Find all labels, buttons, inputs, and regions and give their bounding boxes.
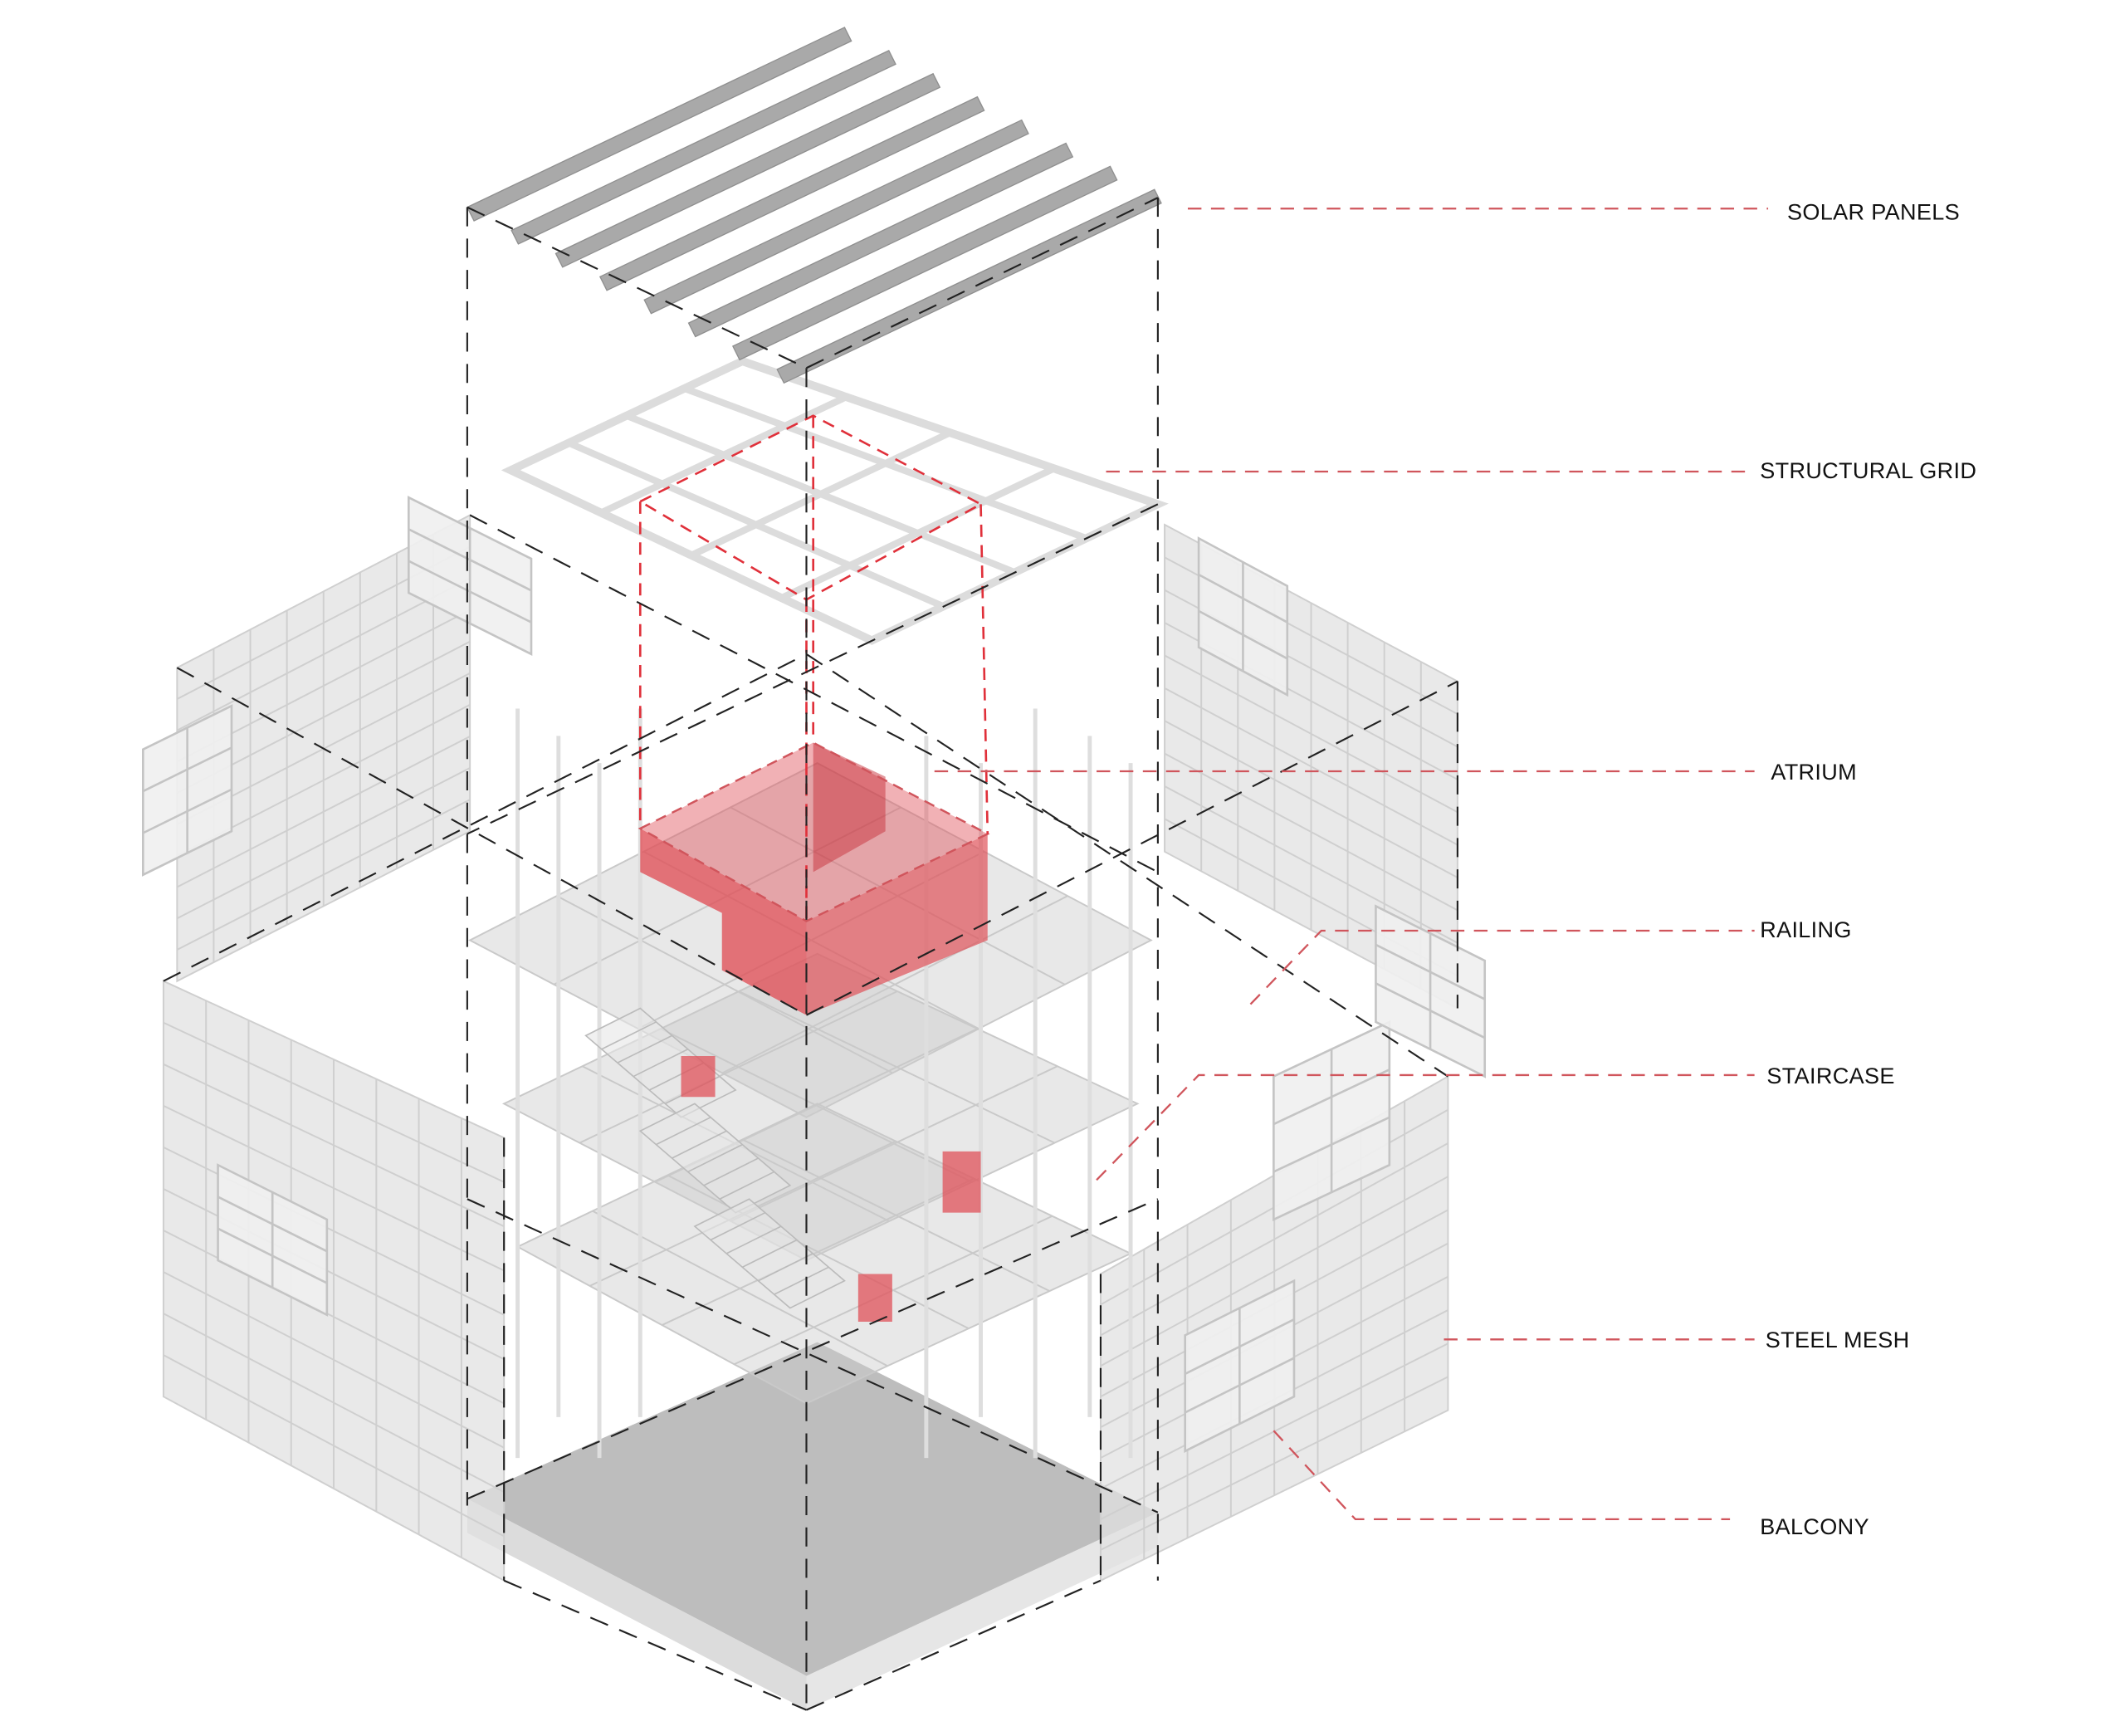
mesh-wall-2-line [163, 1021, 505, 1183]
label-staircase: STAIRCASE [1766, 1063, 1894, 1088]
label-solar-panels: SOLAR PANELS [1787, 198, 1960, 224]
slab-edge-right [806, 1512, 1158, 1710]
mesh-wall-2-line [163, 1104, 505, 1272]
atrium-right-face [806, 834, 988, 1015]
label-atrium: ATRIUM [1771, 759, 1857, 785]
solar-panel [687, 142, 1074, 338]
slab-top [467, 1342, 1158, 1676]
balcony-0-line [142, 746, 232, 793]
staircase-2-line [741, 1239, 798, 1269]
mesh-wall-1-line [1164, 785, 1458, 944]
staircase-0-line [617, 1034, 672, 1064]
atrium-accent-0 [681, 1055, 716, 1098]
atrium-left-face [640, 828, 807, 1015]
mesh-wall-0-line [176, 736, 471, 888]
atrium-outline-grid [638, 414, 984, 601]
staircase-1-line [703, 1157, 759, 1186]
grid-beam [779, 465, 1056, 601]
atrium-accent-2 [857, 1274, 892, 1322]
mesh-wall-2-line [163, 1354, 505, 1538]
ground-slab [467, 1342, 1158, 1710]
balcony-1-line [217, 1196, 328, 1253]
axis-dash-line [467, 1198, 1159, 1500]
solar-panel [510, 50, 896, 245]
floor-plate-1-line [579, 990, 898, 1144]
grid-beam [625, 412, 1017, 576]
atrium-inner-face [813, 742, 886, 873]
balcony-6-line [1375, 943, 1486, 1000]
atrium-accent-1 [942, 1151, 981, 1213]
staircase-2-line [774, 1266, 829, 1295]
staircase-1-line [687, 1143, 743, 1173]
balcony-0-line [142, 788, 232, 834]
leader-line-staircase [1096, 1073, 1755, 1181]
mesh-wall-0-line [176, 799, 471, 951]
leader-line-balcony [1273, 1430, 1731, 1521]
balcony-2-line [1185, 1318, 1295, 1376]
mesh-wall-0-line [176, 577, 471, 731]
steel-mesh-walls [141, 496, 1487, 1582]
floor-plate-0-line [721, 895, 1068, 1074]
label-balcony: BALCONY [1760, 1513, 1869, 1539]
floor-plate-1-line [730, 1065, 1058, 1222]
axis-dash-line [163, 653, 807, 982]
axis-dash-line [467, 503, 1159, 835]
staircase-2-line [710, 1211, 766, 1241]
solar-panels [466, 27, 1162, 384]
balcony-3-line [1273, 1068, 1390, 1126]
axis-dash-line [806, 197, 1159, 369]
balcony-1-line [217, 1227, 328, 1284]
balcony-2-line [1185, 1357, 1295, 1414]
balcony-4-line [1198, 573, 1288, 623]
balcony-5-line [408, 528, 532, 592]
axis-dash-line [805, 653, 1448, 1078]
solar-panel [466, 27, 852, 222]
axis-dash-line [467, 1198, 1159, 1513]
mesh-wall-1-line [1164, 687, 1458, 846]
atrium-volume [638, 741, 990, 1015]
grid-beam [567, 439, 945, 610]
structural-grid [501, 356, 1169, 922]
staircase-2-line [725, 1225, 782, 1254]
mesh-wall-1-line [1164, 720, 1458, 878]
staircase-1-line [656, 1117, 711, 1146]
balcony-4-line [1198, 609, 1288, 660]
solar-panel [731, 165, 1118, 361]
slab-edge-left [467, 1499, 807, 1710]
balcony-3-line [1273, 1116, 1390, 1173]
mesh-wall-2-line [163, 1313, 505, 1493]
staircase-1-line [672, 1130, 727, 1159]
label-steel-mesh: STEEL MESH [1766, 1327, 1910, 1352]
axis-dash-line [469, 514, 1159, 873]
mesh-wall-1-line [1164, 654, 1458, 814]
leader-line-railing [1249, 929, 1755, 1005]
solar-panel [554, 72, 941, 268]
balcony-6-line [1375, 982, 1486, 1039]
axis-dash-line [806, 1579, 1102, 1711]
label-structural-grid: STRUCTURAL GRID [1760, 457, 1976, 483]
solar-panel [643, 119, 1029, 315]
axis-dash-line [806, 680, 1458, 1016]
floor-plate-2-line [734, 1215, 1053, 1366]
staircase-0-line [601, 1021, 657, 1050]
mesh-wall-1-line [1164, 752, 1458, 912]
axis-dash-line [503, 1579, 807, 1711]
staircase-1-line [719, 1171, 775, 1201]
mesh-wall-2-line [163, 1271, 505, 1449]
floor-plate-2-line [662, 1177, 975, 1326]
dashed-axis-lines [163, 197, 1458, 1711]
atrium-projection-line [979, 504, 989, 834]
solar-panel [598, 95, 985, 291]
mesh-wall-0-line [176, 767, 471, 920]
label-railing: RAILING [1760, 917, 1852, 942]
solar-panel [776, 188, 1162, 384]
leader-lines [934, 208, 1769, 1521]
staircase-0-line [633, 1049, 689, 1078]
balcony-5-line [408, 560, 532, 623]
mesh-wall-2-line [163, 1063, 505, 1227]
staircase-2-line [758, 1253, 813, 1282]
axis-dash-line [176, 667, 808, 1016]
